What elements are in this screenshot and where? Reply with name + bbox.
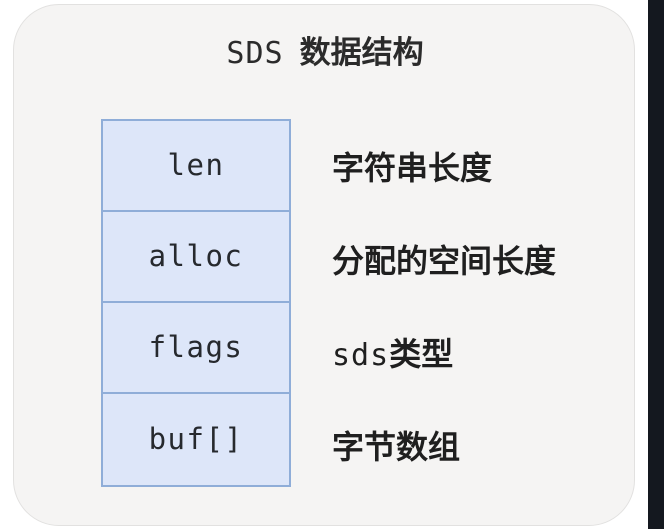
field-description-column: 字符串长度 分配的空间长度 sds类型 字节数组 bbox=[332, 119, 632, 491]
field-description-len-row: 字符串长度 bbox=[332, 119, 632, 212]
struct-field-label: flags bbox=[148, 330, 244, 364]
struct-field-label: buf[] bbox=[148, 422, 244, 456]
right-edge-strip bbox=[648, 0, 664, 529]
field-description-flags-latin: sds bbox=[332, 337, 390, 373]
field-description-flags: sds类型 bbox=[332, 329, 453, 375]
field-description-flags-cjk: 类型 bbox=[389, 334, 454, 373]
struct-field-len: len bbox=[103, 121, 289, 212]
sds-structure-card: SDS 数据结构 len alloc flags buf[] 字符串长度 分配的空… bbox=[13, 4, 635, 526]
field-description-alloc-row: 分配的空间长度 bbox=[332, 212, 632, 305]
struct-field-label: alloc bbox=[148, 239, 244, 273]
field-description-alloc: 分配的空间长度 bbox=[332, 241, 557, 280]
diagram-title: SDS 数据结构 bbox=[14, 27, 636, 72]
struct-field-label: len bbox=[167, 148, 225, 182]
sds-field-stack: len alloc flags buf[] bbox=[101, 119, 291, 487]
diagram-title-cjk: 数据结构 bbox=[299, 35, 424, 71]
field-description-len: 字符串长度 bbox=[332, 148, 493, 187]
struct-field-flags: flags bbox=[103, 303, 289, 394]
field-description-buf: 字节数组 bbox=[332, 427, 461, 466]
struct-field-buf: buf[] bbox=[103, 394, 289, 485]
field-description-buf-row: 字节数组 bbox=[332, 398, 632, 491]
field-description-flags-row: sds类型 bbox=[332, 305, 632, 398]
diagram-title-latin: SDS bbox=[226, 36, 284, 71]
struct-field-alloc: alloc bbox=[103, 212, 289, 303]
